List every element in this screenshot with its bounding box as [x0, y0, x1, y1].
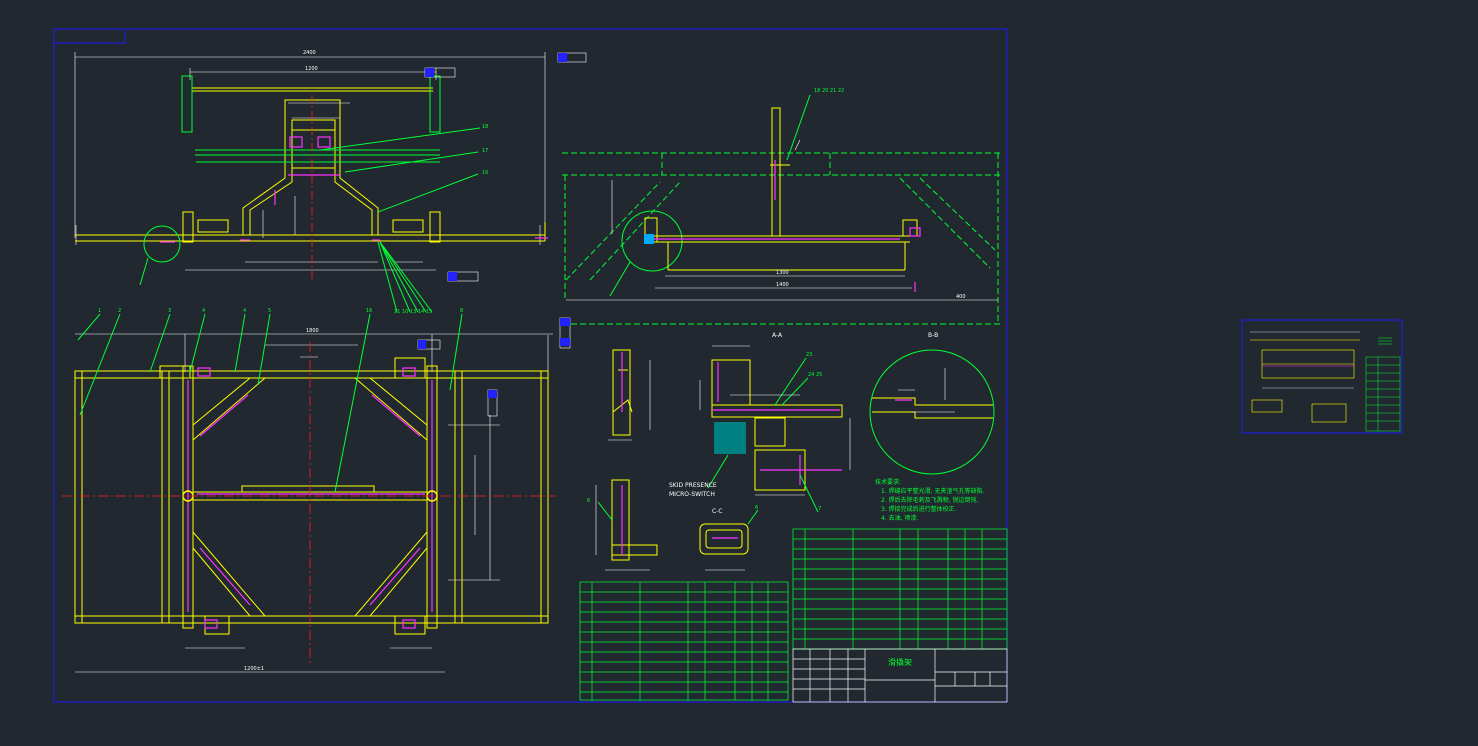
dim-elev-side: 400	[956, 294, 966, 300]
parts-list-left	[579, 581, 789, 701]
dim-elev-inner: 1300	[776, 270, 789, 276]
balloon-detail-24-25: 24 25	[808, 372, 823, 378]
balloon-plan-3: 3	[168, 308, 172, 314]
note-item-3: 3. 焊接完成后进行整体校正.	[881, 506, 957, 513]
parts-list-right	[792, 528, 1008, 650]
balloon-detail-6a: 6	[755, 505, 759, 511]
callout-skid-presence: SKID PRESENCE	[669, 482, 717, 489]
balloon-plan-4b: 4	[243, 308, 247, 314]
section-label-cc: C-C	[712, 508, 723, 515]
title-block	[792, 648, 1008, 703]
front-elevation-view	[74, 52, 587, 313]
note-item-4: 4. 去油, 喷漆.	[881, 515, 919, 522]
dim-overall-width: 2400	[303, 50, 316, 56]
balloon-mid-group: 11 10 13 14 15	[394, 309, 433, 315]
notes-heading: 技术要求:	[875, 479, 902, 486]
dim-plan-width: 1800	[306, 328, 319, 334]
balloon-elev-16: 16	[482, 170, 489, 176]
balloon-plan-8: 8	[460, 308, 464, 314]
dim-plan-bottom: 1200±1	[244, 666, 265, 672]
drawing-frame	[53, 28, 1008, 703]
plan-view	[62, 313, 555, 673]
balloon-plan-2: 2	[118, 308, 122, 314]
balloon-elev-18: 18	[482, 124, 489, 130]
title-block-name: 滑撬架	[888, 658, 912, 667]
section-label-aa: A-A	[772, 332, 783, 339]
section-label-bb: B-B	[928, 332, 939, 339]
balloon-plan-4a: 4	[202, 308, 206, 314]
balloon-detail-7: 7	[818, 506, 822, 512]
dim-top-inner: 1200	[305, 66, 318, 72]
balloon-plan-16: 16	[366, 308, 373, 314]
balloon-detail-6b: 6	[587, 498, 591, 504]
balloon-elev-17: 17	[482, 148, 489, 154]
side-elevation-view	[559, 94, 1000, 349]
balloon-top-right: 18 20 21 22	[814, 88, 845, 94]
callout-micro-switch: MICRO-SWITCH	[669, 491, 715, 498]
balloon-plan-5: 5	[268, 308, 272, 314]
balloon-plan-1: 1	[98, 308, 102, 314]
note-item-1: 1. 焊缝应平整光滑, 无夹渣气孔等缺陷.	[881, 488, 985, 495]
dim-elev-width: 1400	[776, 282, 789, 288]
note-item-2: 2. 焊后去除毛刺及飞溅物, 锐边倒钝.	[881, 497, 979, 504]
detail-views	[595, 345, 995, 571]
technical-notes: 技术要求: 1. 焊缝应平整光滑, 无夹渣气孔等缺陷. 2. 焊后去除毛刺及飞溅…	[875, 478, 984, 523]
balloon-detail-23: 23	[806, 352, 813, 358]
sheet-thumbnail[interactable]	[1241, 319, 1403, 434]
